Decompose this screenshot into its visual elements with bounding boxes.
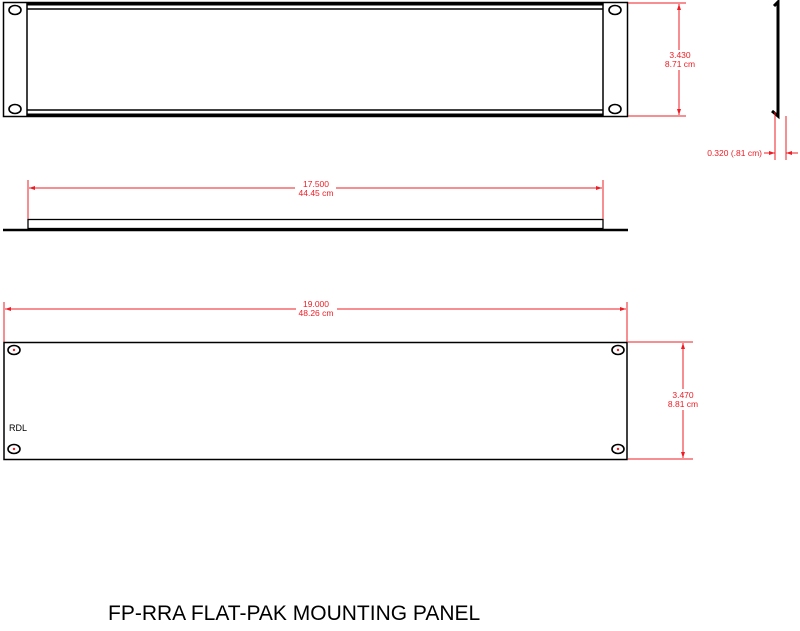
front-panel-outline [3,341,628,461]
middle-width-cm: 44.45 cm [299,188,334,198]
front-height-dimension: 3.470 8.81 cm [628,341,698,460]
mounting-slot-icon [608,4,622,16]
top-height-cm: 8.71 cm [665,59,695,69]
top-height-inches: 3.430 [669,50,691,60]
screw-hole-icon [611,443,625,455]
front-height-cm: 8.81 cm [668,399,698,409]
middle-body [27,218,604,230]
drawing-title: FP-RRA FLAT-PAK MOUNTING PANEL [108,602,480,625]
bottom-flange [27,113,603,117]
profile-bracket [771,0,780,120]
front-width-inches: 19.000 [303,299,329,309]
thickness-dimension: 0.320 (.81 cm) [707,112,798,160]
top-panel-outline [2,1,629,118]
front-width-dimension: 19.000 48.26 cm [3,299,628,342]
thickness-label: 0.320 (.81 cm) [707,148,762,158]
front-view-panel: RDL [3,341,628,461]
mounting-slot-icon [608,103,622,115]
middle-width-dimension: 17.500 44.45 cm [27,179,604,219]
screw-hole-icon [7,443,21,455]
middle-view [3,218,628,232]
screw-hole-icon [7,344,21,356]
mounting-slot-icon [8,103,22,115]
brand-label: RDL [9,423,27,433]
top-height-dimension: 3.430 8.71 cm [628,2,695,117]
screw-hole-icon [611,344,625,356]
top-view-panel [2,1,629,118]
middle-width-inches: 17.500 [303,179,329,189]
mounting-slot-icon [8,4,22,16]
front-width-cm: 48.26 cm [299,308,334,318]
front-height-inches: 3.470 [672,390,694,400]
top-flange [27,2,603,6]
side-profile [771,0,780,120]
